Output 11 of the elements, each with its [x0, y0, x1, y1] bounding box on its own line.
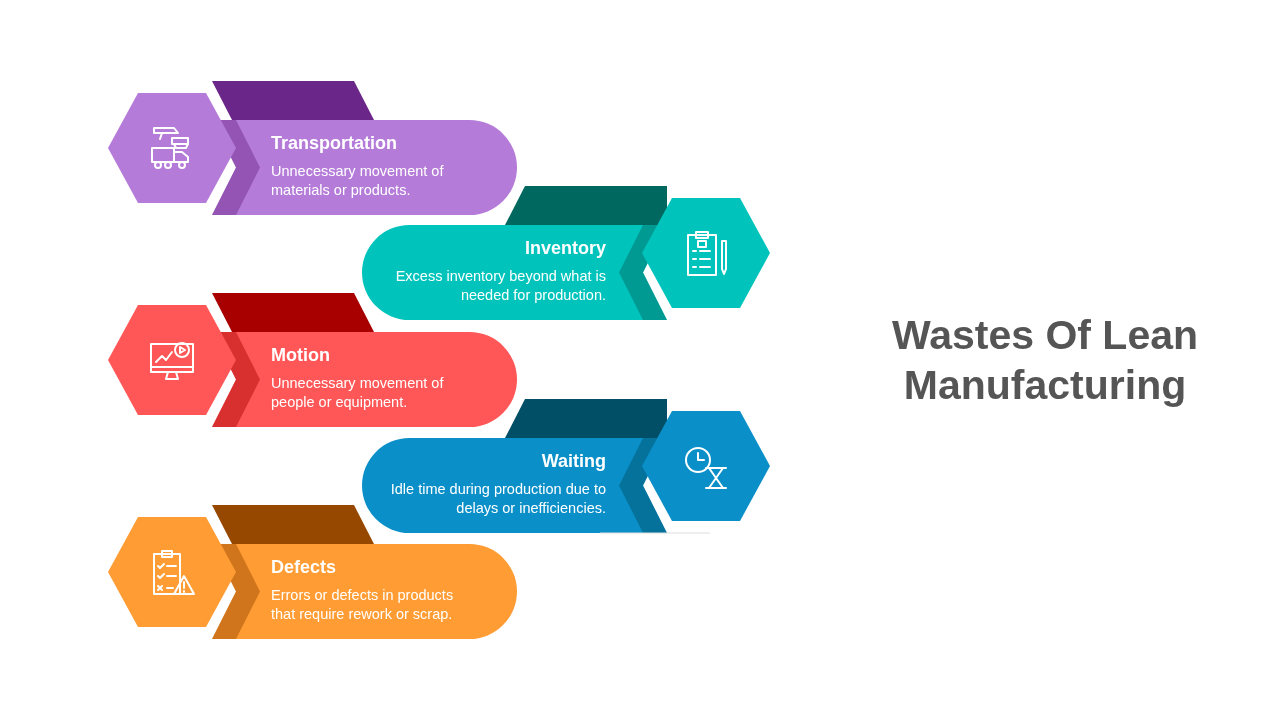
banner-description: Errors or defects in products that require rework or scrap.	[271, 586, 455, 624]
banner-heading: Transportation	[271, 133, 397, 154]
banner-description: Excess inventory beyond what is needed for production.	[394, 267, 606, 305]
banner-description: Unnecessary movement of materials or products.	[271, 162, 445, 200]
slide-title: Wastes Of Lean Manufacturing	[890, 311, 1200, 410]
banner-heading: Motion	[271, 345, 330, 366]
banner-description: Idle time during production due to delays or inefficiencies.	[389, 480, 606, 518]
banner-heading: Defects	[271, 557, 337, 578]
banner-heading: Inventory	[524, 238, 606, 259]
banner-description: Unnecessary movement of people or equipment.	[271, 374, 445, 412]
banner-heading: Waiting	[541, 451, 606, 472]
